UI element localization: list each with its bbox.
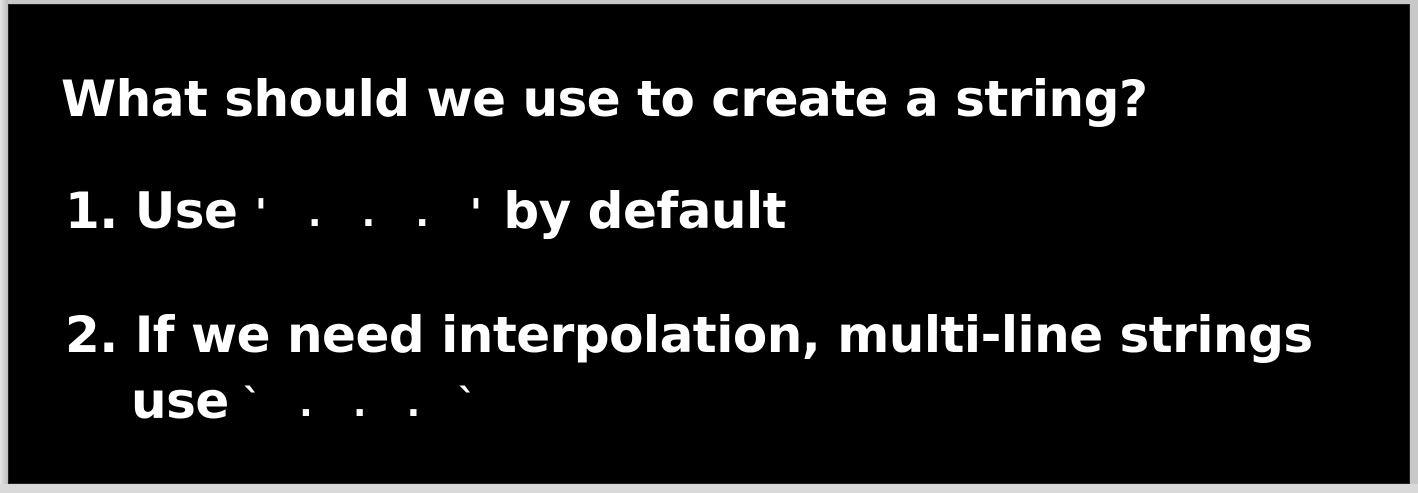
list-item-1-code: ' . . . ' xyxy=(249,191,492,235)
list-item-1: 1. Use' . . . 'by default xyxy=(65,181,786,243)
slide-title: What should we use to create a string? xyxy=(61,70,1148,128)
list-item-2: 2. If we need interpolation, multi-line … xyxy=(65,305,1313,365)
list-item-2-code: ` . . . ` xyxy=(240,381,483,425)
list-item-2-continuation: use` . . . ` xyxy=(131,371,495,433)
window-edge xyxy=(0,0,8,493)
list-item-1-suffix: by default xyxy=(503,182,786,240)
slide-frame: What should we use to create a string? 1… xyxy=(8,4,1410,484)
list-item-2-prefix: use xyxy=(131,372,229,430)
slide: What should we use to create a string? 1… xyxy=(9,5,1409,483)
list-item-1-prefix: 1. Use xyxy=(65,182,238,240)
window-bottom-edge xyxy=(0,484,1418,493)
list-item-2-line1: 2. If we need interpolation, multi-line … xyxy=(65,306,1313,364)
